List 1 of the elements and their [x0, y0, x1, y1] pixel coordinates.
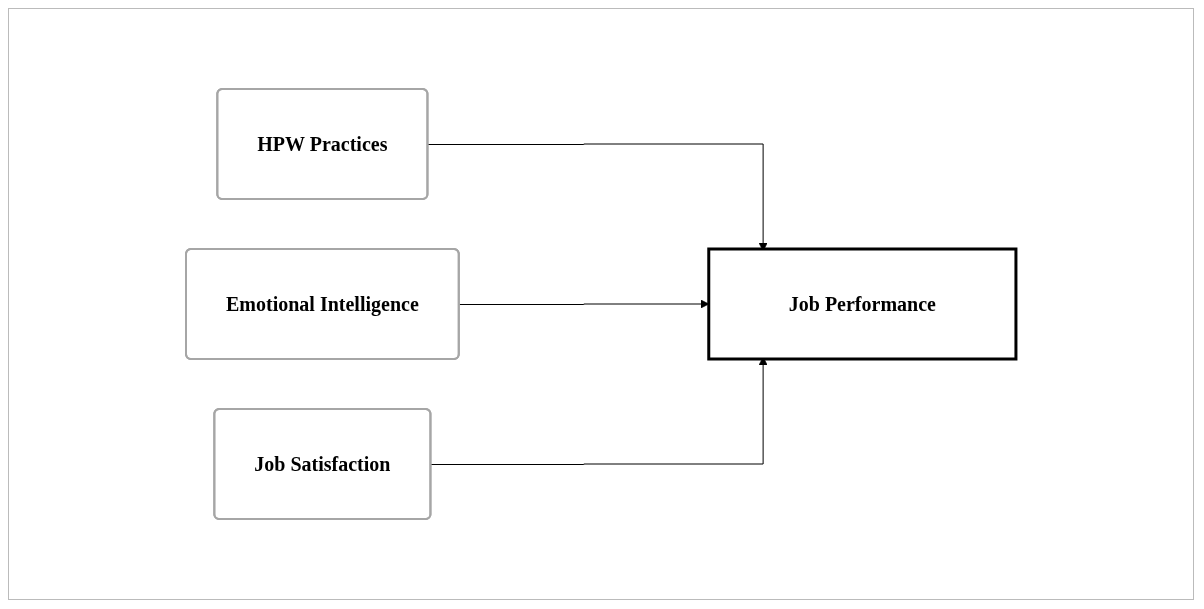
node-box: Job Performance	[707, 247, 1018, 361]
